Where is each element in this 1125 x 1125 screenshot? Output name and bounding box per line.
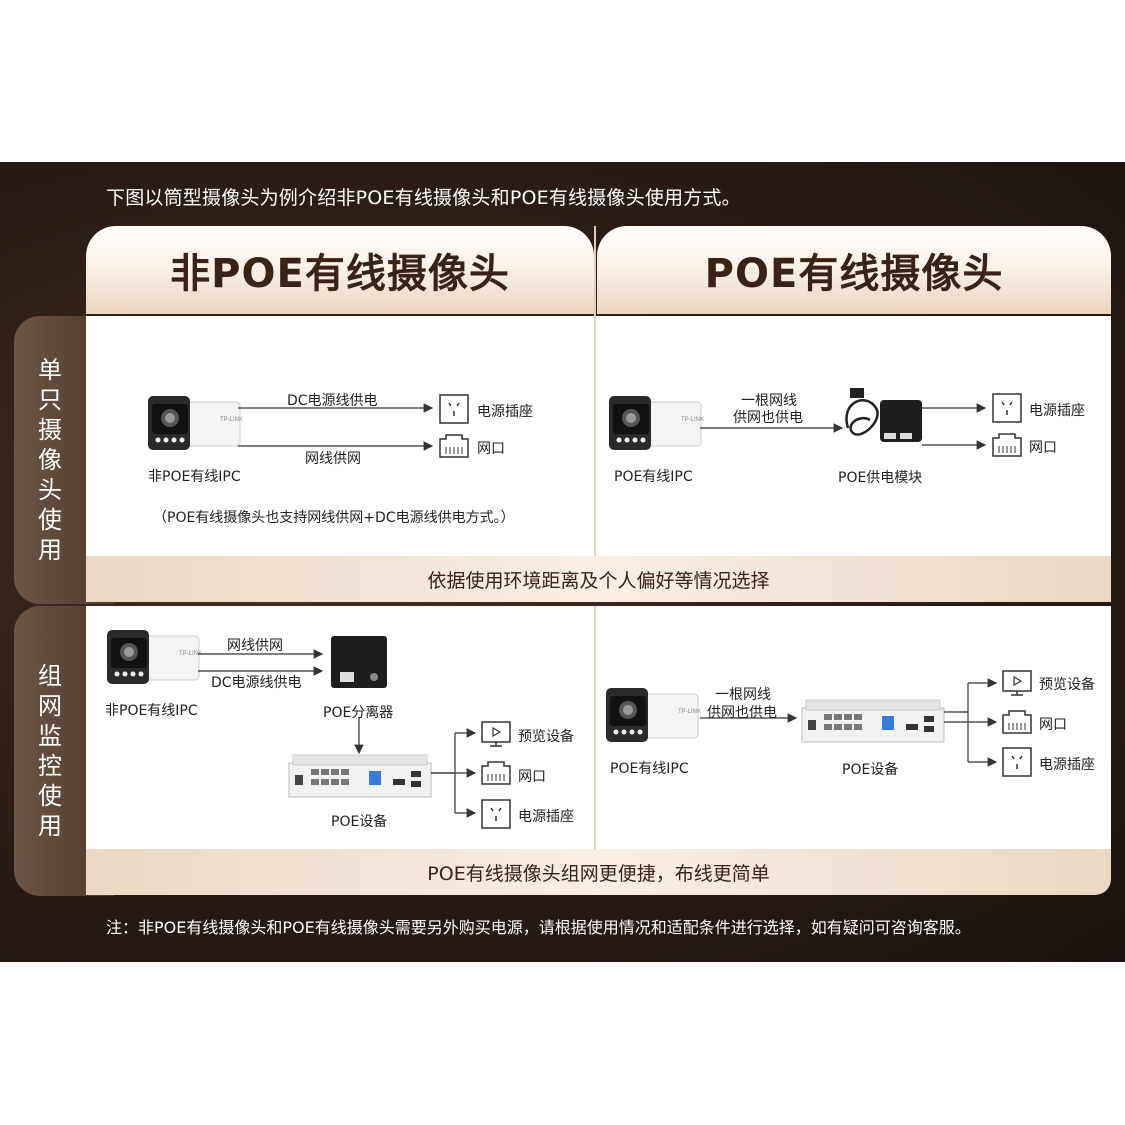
outlet-label: 电源插座 [1029,403,1085,419]
row-label-char: 使 [38,782,62,810]
poe-device-label: POE设备 [331,814,388,830]
one-cable-label: 一根网线 [741,393,797,409]
port-label: 网口 [1039,717,1067,733]
row-label-char: 头 [38,476,62,504]
ipc-label: POE有线IPC [614,469,693,485]
outlet-label: 电源插座 [518,809,574,825]
dc-power-label: DC电源线供电 [287,393,378,409]
poe-module-label: POE供电模块 [838,470,923,486]
row-label-char: 只 [38,386,62,414]
one-cable-label: 一根网线 [715,687,771,703]
splitter-label: POE分离器 [323,705,394,721]
preview-device-label: 预览设备 [518,729,574,745]
row-label-char: 像 [38,446,62,474]
row-label-char: 控 [38,752,62,780]
power-and-data-label: 供网也供电 [707,705,777,721]
port-label: 网口 [518,769,546,785]
dc-power-label: DC电源线供电 [211,675,302,691]
row-label-char: 用 [38,812,62,840]
network-supply-label: 网线供网 [305,451,361,467]
column-header-non-poe: 非POE有线摄像头 [86,226,594,314]
outlet-label: 电源插座 [477,404,533,420]
footer-note: 注：非POE有线摄像头和POE有线摄像头需要另外购买电源，请根据使用情况和适配条… [106,918,971,937]
ipc-label: 非POE有线IPC [105,703,198,719]
row-label-char: 使 [38,506,62,534]
row-label-char: 用 [38,536,62,564]
preview-device-label: 预览设备 [1039,677,1095,693]
band-network: POE有线摄像头组网更便捷，布线更简单 [86,849,1111,895]
column-header-poe: POE有线摄像头 [597,226,1111,314]
port-label: 网口 [477,441,505,457]
row-label-char: 组 [38,662,62,690]
row-label-char: 监 [38,722,62,750]
intro-text: 下图以筒型摄像头为例介绍非POE有线摄像头和POE有线摄像头使用方式。 [106,187,741,209]
port-label: 网口 [1029,440,1057,456]
network-supply-label: 网线供网 [227,638,283,654]
row-label-char: 网 [38,692,62,720]
ipc-label: POE有线IPC [610,761,689,777]
compat-note: （POE有线摄像头也支持网线供网+DC电源线供电方式。） [153,510,515,526]
row-label-single-text: 单只摄像头使用 [14,316,86,604]
ipc-label: 非POE有线IPC [148,469,241,485]
poe-device-label: POE设备 [842,762,899,778]
band-single: 依据使用环境距离及个人偏好等情况选择 [86,556,1111,602]
column-divider-bottom [594,606,596,849]
row-label-char: 摄 [38,416,62,444]
single-row-content [86,316,1111,556]
column-divider-top [594,226,596,556]
row-label-char: 单 [38,356,62,384]
power-and-data-label: 供网也供电 [733,410,803,426]
row-label-network-text: 组网监控使用 [14,606,86,896]
outlet-label: 电源插座 [1039,757,1095,773]
column-title-non-poe: 非POE有线摄像头 [170,251,510,297]
column-title-poe: POE有线摄像头 [704,251,1004,297]
